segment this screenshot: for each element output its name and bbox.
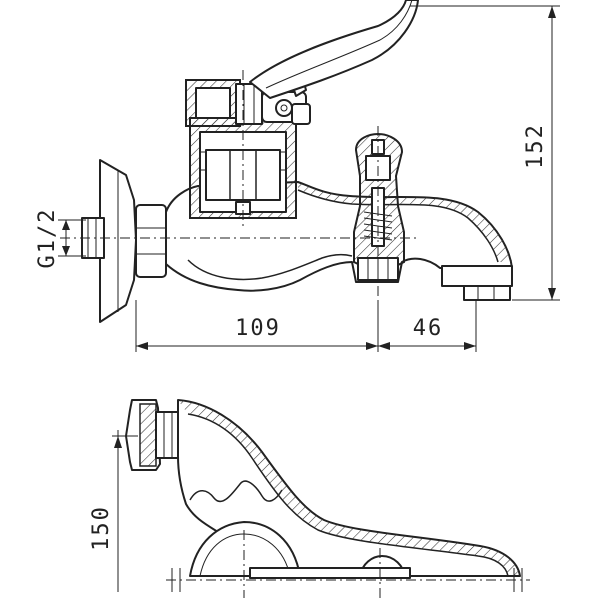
spout-aerator — [441, 265, 513, 287]
thread-size-label: G1/2 — [35, 208, 60, 269]
mixer-side-view — [125, 399, 530, 598]
cutaway-edge — [189, 480, 283, 503]
height-side-label: 150 — [89, 505, 114, 551]
width-spout-label: 46 — [413, 316, 444, 341]
lever-handle — [249, 0, 419, 99]
dimension-height-top: 152 — [410, 5, 560, 301]
side-base-arch — [189, 521, 301, 577]
dimension-width-body: 109 — [135, 300, 379, 352]
mixer-top-view — [60, 0, 513, 323]
dimension-height-side: 150 — [89, 430, 138, 592]
width-body-label: 109 — [235, 316, 281, 341]
union-nut — [135, 204, 167, 278]
lever-pivot — [275, 99, 293, 117]
height-top-label: 152 — [523, 123, 548, 169]
dimension-thread: G1/2 — [35, 208, 86, 269]
dimension-width-spout: 46 — [378, 300, 477, 352]
